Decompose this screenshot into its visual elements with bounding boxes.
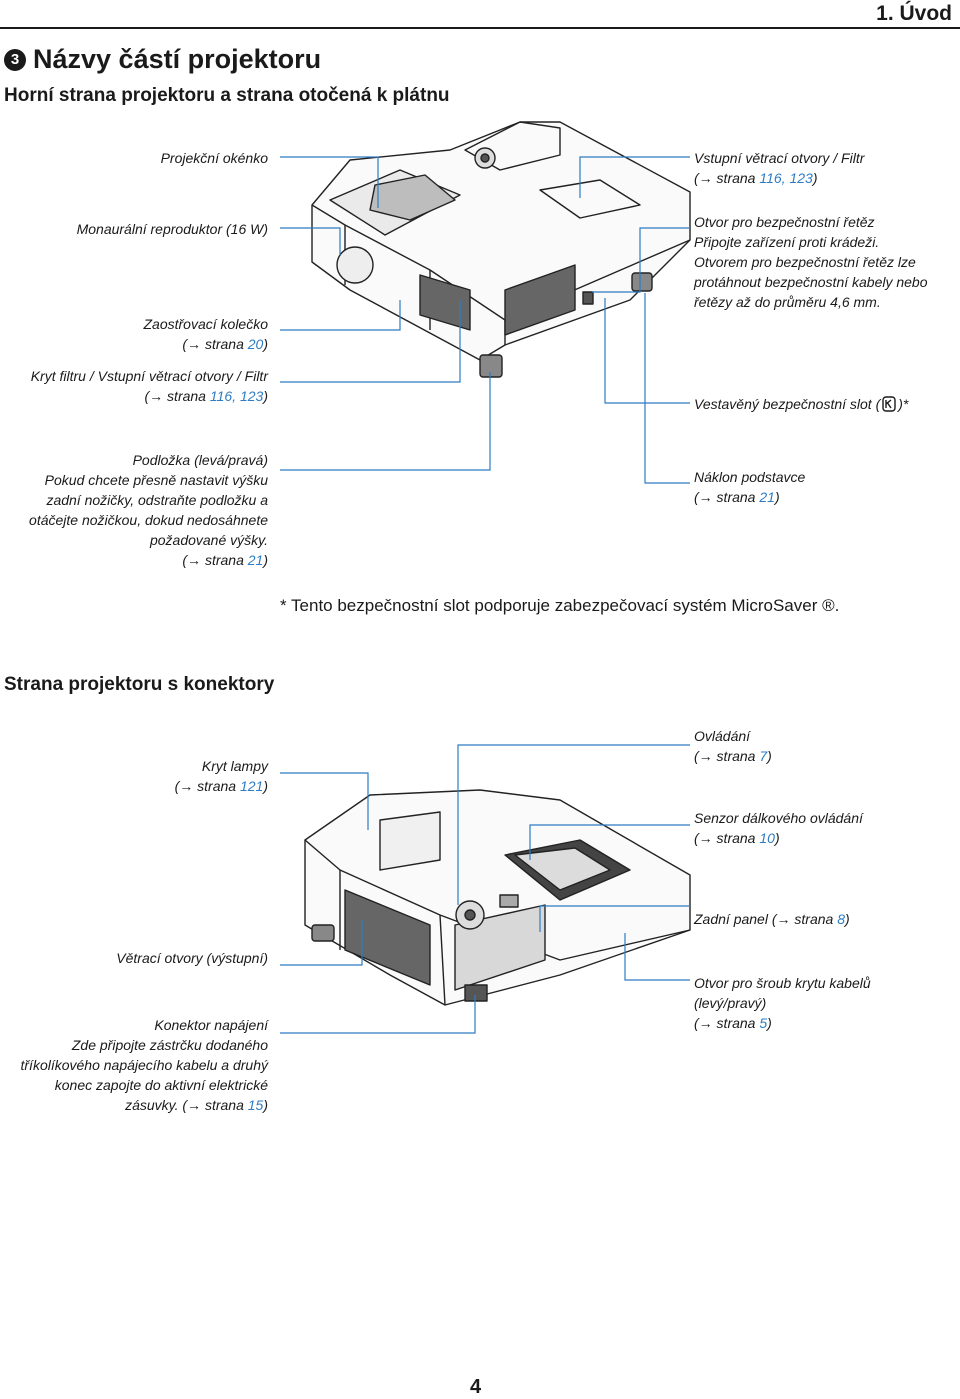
page-ref-link[interactable]: 116, 123 <box>209 388 264 404</box>
projector-connector-drawing <box>304 789 691 1006</box>
label-line: otáčejte nožičkou, dokud nedosáhnete <box>29 512 268 528</box>
page-ref-link[interactable]: 15 <box>247 1097 264 1113</box>
ref-prefix: (→ strana <box>694 748 760 764</box>
label-line: Náklon podstavce <box>694 469 806 485</box>
label-foot-pad: Podložka (levá/pravá) Pokud chcete přesn… <box>29 450 268 570</box>
label-exhaust: Větrací otvory (výstupní) <box>116 950 268 966</box>
label-line: Pokud chcete přesně nastavit výšku <box>44 472 268 488</box>
ref-suffix: ) <box>263 336 268 352</box>
ref-prefix: (→ strana <box>694 1015 760 1031</box>
subheading-connector-side: Strana projektoru s konektory <box>4 674 275 695</box>
label-focus-ring: Zaostřovací kolečko (→ strana 20) <box>144 314 269 354</box>
page-ref-link[interactable]: 20 <box>247 336 264 352</box>
label-rear-panel: Zadní panel (→ strana 8) <box>694 909 850 929</box>
label-security-slot: Vestavěný bezpečnostní slot ( )* <box>694 394 908 414</box>
footnote: * Tento bezpečnostní slot podporuje zabe… <box>280 596 840 615</box>
ref-suffix: ) <box>767 748 772 764</box>
ref-prefix: (→ strana <box>182 552 248 568</box>
label-line: Připojte zařízení proti krádeži. <box>694 234 880 250</box>
leaders-top <box>280 156 690 484</box>
page-ref-link[interactable]: 8 <box>837 911 845 927</box>
label-intake-vent: Vstupní větrací otvory / Filtr (→ strana… <box>694 148 864 188</box>
ref-suffix: ) <box>774 489 780 505</box>
page-ref-link[interactable]: 116, 123 <box>759 170 813 186</box>
page-ref-link[interactable]: 121 <box>239 778 264 794</box>
ref-suffix: ) <box>263 552 268 568</box>
page-ref-link[interactable]: 21 <box>759 489 775 505</box>
ref-prefix: zásuvky. (→ strana <box>125 1097 248 1113</box>
label-cable-screw: Otvor pro šroub krytu kabelů (levý/pravý… <box>694 973 871 1033</box>
label-focus-ring-title: Zaostřovací kolečko <box>143 316 269 332</box>
label-lens-window: Projekční okénko <box>160 150 268 166</box>
section-heading: 3 Názvy částí projektoru <box>4 44 321 75</box>
label-tilt-foot: Náklon podstavce (→ strana 21) <box>694 467 805 507</box>
label-line: řetězy až do průměru 4,6 mm. <box>694 294 881 310</box>
label-line: Ovládání <box>694 728 751 744</box>
label-line: protáhnout bezpečnostní kabely nebo <box>694 274 928 290</box>
chapter-title: 1. Úvod <box>876 2 952 25</box>
label-line: Zde připojte zástrčku dodaného <box>71 1037 268 1053</box>
ref-suffix: ) <box>263 1097 268 1113</box>
page-ref-link[interactable]: 10 <box>759 830 775 846</box>
label-filter-cover: Kryt filtru / Vstupní větrací otvory / F… <box>31 366 268 406</box>
ref-prefix: (→ strana <box>694 830 760 846</box>
label-controls: Ovládání (→ strana 7) <box>694 726 772 766</box>
page-title: Názvy částí projektoru <box>33 44 322 74</box>
label-line: požadované výšky. <box>149 532 268 548</box>
label-power-connector: Konektor napájení Zde připojte zástrčku … <box>21 1015 269 1115</box>
ref-prefix: Zadní panel (→ strana <box>694 911 838 927</box>
ref-prefix: (→ strana <box>174 778 240 794</box>
projector-top-drawing <box>311 121 691 378</box>
ref-suffix: ) <box>812 170 818 186</box>
label-line: Otvorem pro bezpečnostní řetěz lze <box>694 254 916 270</box>
leaders-bottom <box>280 744 690 1034</box>
label-line: Podložka (levá/pravá) <box>132 452 268 468</box>
ref-prefix: (→ strana <box>694 170 760 186</box>
label-line: konec zapojte do aktivní elektrické <box>54 1077 268 1093</box>
ref-suffix: ) <box>767 1015 772 1031</box>
label-lamp-cover: Kryt lampy (→ strana 121) <box>175 756 268 796</box>
label-security-bar: Otvor pro bezpečnostní řetěz Připojte za… <box>694 212 928 312</box>
label-line: Vestavěný bezpečnostní slot ( <box>694 396 881 412</box>
label-speaker: Monaurální reproduktor (16 W) <box>76 221 268 237</box>
label-line: Otvor pro bezpečnostní řetěz <box>694 214 875 230</box>
label-line: Konektor napájení <box>154 1017 268 1033</box>
label-line: tříkolíkového napájecího kabelu a druhý <box>20 1057 269 1073</box>
label-line: Otvor pro šroub krytu kabelů <box>694 975 871 991</box>
label-line: Kryt lampy <box>201 758 268 774</box>
label-line: zadní nožičky, odstraňte podložku a <box>46 492 268 508</box>
section-number-badge: 3 <box>4 48 26 71</box>
page-number: 4 <box>470 1376 482 1398</box>
kensington-lock-icon <box>882 396 896 412</box>
page-ref-link[interactable]: 21 <box>247 552 264 568</box>
label-filter-cover-title: Kryt filtru / Vstupní větrací otvory / F… <box>30 368 268 384</box>
label-line: )* <box>898 396 909 412</box>
ref-prefix: (→ strana <box>694 489 760 505</box>
label-line: Senzor dálkového ovládání <box>694 810 863 826</box>
ref-suffix: ) <box>263 388 268 404</box>
page-ref-link[interactable]: 5 <box>759 1015 768 1031</box>
label-remote-sensor: Senzor dálkového ovládání (→ strana 10) <box>694 808 863 848</box>
subheading-top-side: Horní strana projektoru a strana otočená… <box>4 85 450 106</box>
ref-suffix: ) <box>844 911 850 927</box>
page-ref-link[interactable]: 7 <box>759 748 768 764</box>
ref-suffix: ) <box>774 830 780 846</box>
ref-suffix: ) <box>263 778 268 794</box>
label-line: Vstupní větrací otvory / Filtr <box>694 150 865 166</box>
ref-prefix: (→ strana <box>182 336 248 352</box>
header-rule <box>0 27 960 29</box>
label-line: (levý/pravý) <box>694 995 767 1011</box>
ref-prefix: (→ strana <box>144 388 210 404</box>
